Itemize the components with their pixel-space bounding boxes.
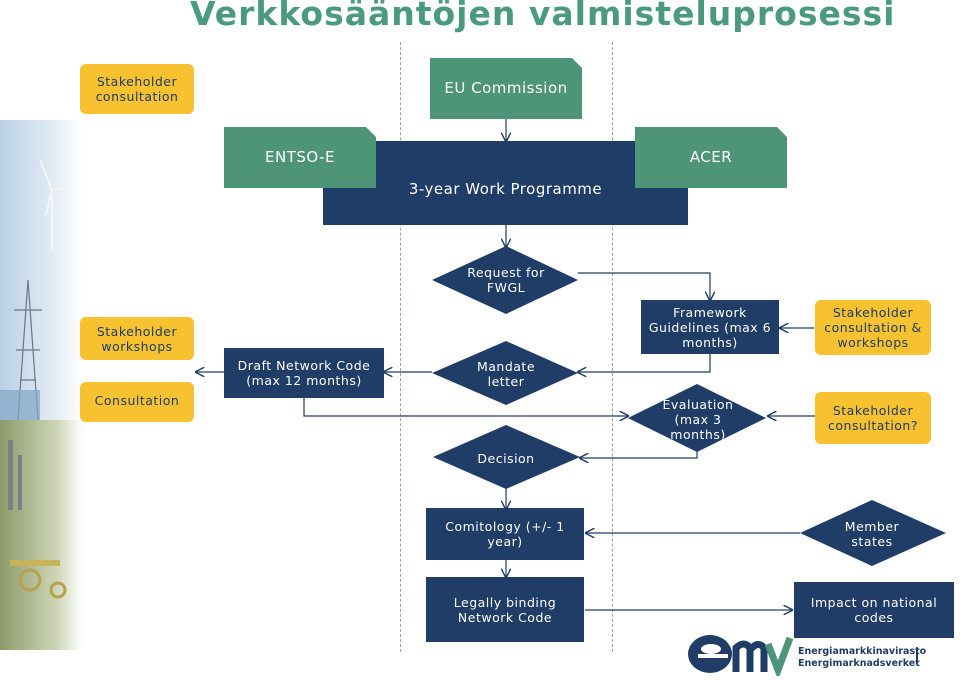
eu-commission-box: EU Commission: [430, 58, 582, 119]
stakeholder-consultation-top-box: Stakeholder consultation: [80, 64, 194, 114]
mandate-letter-diamond: [432, 341, 578, 405]
legally-binding-network-code-box: Legally binding Network Code: [426, 577, 584, 642]
member-states-diamond: [800, 500, 946, 566]
evaluation-label: Evaluation (max 3 months): [662, 396, 734, 442]
member-states-label: Member states: [844, 519, 900, 549]
impact-national-codes-box: Impact on national codes: [794, 582, 954, 638]
logo-text-swedish: Energimarknadsverket: [798, 658, 920, 669]
consultation-box: Consultation: [80, 382, 194, 422]
framework-guidelines-box: Framework Guidelines (max 6 months): [641, 300, 779, 354]
draft-network-code-box: Draft Network Code (max 12 months): [224, 348, 384, 398]
acer-box: ACER: [635, 127, 787, 188]
work-programme-box: 3-year Work Programme: [323, 141, 688, 225]
energy-landscape-image: [0, 120, 82, 650]
separator-line-left: [400, 42, 401, 652]
decision-diamond: [433, 425, 580, 489]
stakeholder-consultation-workshops-box: Stakeholder consultation & workshops: [815, 300, 931, 355]
mandate-letter-label: Mandate letter: [476, 359, 536, 389]
evaluation-diamond: [628, 384, 766, 452]
stakeholder-workshops-box: Stakeholder workshops: [80, 317, 194, 360]
logo-text-finnish: Energiamarkkinavirasto: [798, 646, 927, 657]
stakeholder-consultation-question-box: Stakeholder consultation?: [815, 392, 931, 444]
logo-divider: [916, 648, 918, 664]
comitology-box: Comitology (+/- 1 year): [426, 508, 584, 560]
request-fwgl-label: Request for FWGL: [467, 265, 545, 295]
emv-logo: [688, 635, 794, 676]
separator-line-right: [612, 42, 613, 652]
decision-label: Decision: [477, 450, 535, 466]
page-title: Verkkosääntöjen valmisteluprosessi: [190, 0, 896, 33]
entsoe-box: ENTSO-E: [224, 127, 376, 188]
request-fwgl-diamond: [432, 246, 578, 314]
